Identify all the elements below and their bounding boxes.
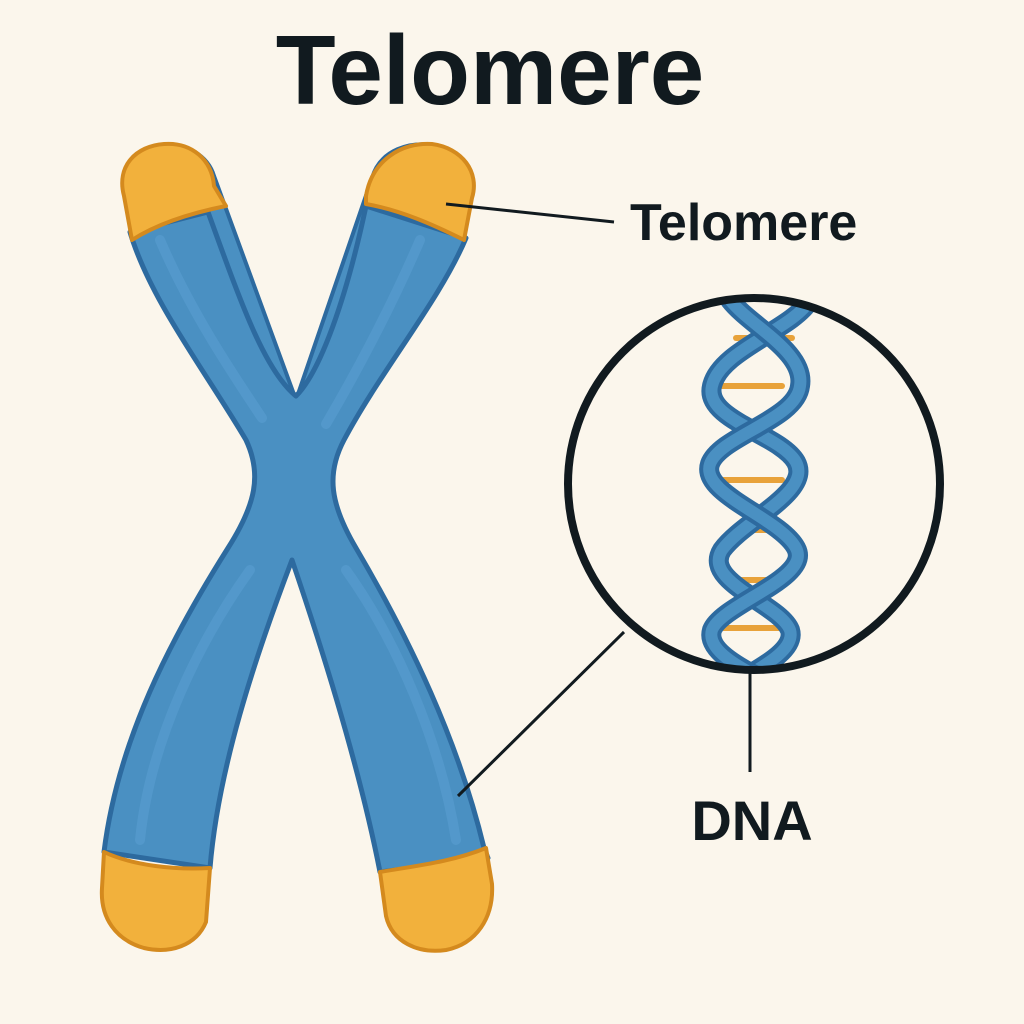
diagram-title: Telomere	[276, 15, 704, 125]
magnifier-background	[568, 298, 940, 670]
telomere-cap-lower-right	[378, 846, 495, 953]
telomere-cap-upper-right	[364, 141, 476, 242]
telomere-leader-line	[445, 202, 615, 224]
telomere-label: Telomere	[630, 194, 857, 252]
magnifier-ring	[564, 294, 944, 674]
telomere-cap-lower-left	[99, 850, 212, 952]
zoom-leader-line	[456, 630, 626, 798]
dna-label: DNA	[691, 789, 812, 852]
dna-magnifier	[564, 294, 944, 674]
chromosome	[99, 141, 495, 953]
dna-double-helix	[699, 298, 820, 670]
chromosome-body	[101, 203, 491, 875]
telomere-cap-upper-left	[120, 141, 228, 242]
